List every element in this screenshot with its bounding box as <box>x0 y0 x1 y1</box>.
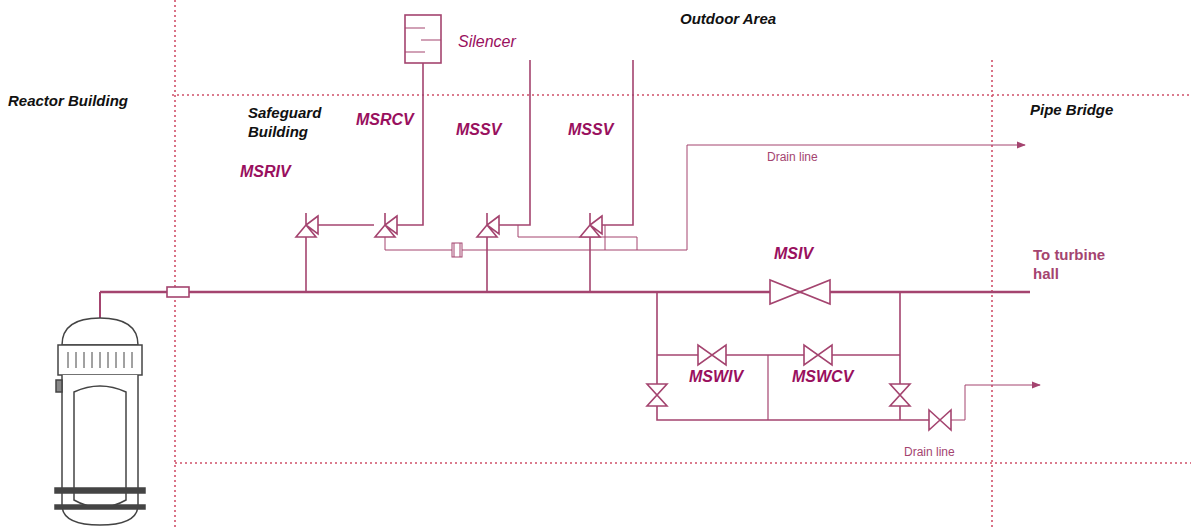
relief-valves <box>296 213 602 237</box>
destination-label: To turbine hall <box>1033 246 1133 284</box>
region-label: Pipe Bridge <box>1030 101 1113 120</box>
valve-label: MSSV <box>456 120 501 140</box>
steam-piping <box>100 15 1040 420</box>
region-label: Outdoor Area <box>680 10 776 29</box>
valve-label: MSRIV <box>240 162 291 182</box>
valve-label: MSWIV <box>689 367 743 387</box>
region-label: Safeguard Building <box>248 104 343 142</box>
valve-label: MSWCV <box>792 367 853 387</box>
valve-label: MSIV <box>774 244 813 264</box>
valve-label: MSSV <box>568 120 613 140</box>
reactor-vessel <box>55 292 145 525</box>
line-label: Drain line <box>767 150 818 165</box>
equipment-label: Silencer <box>458 32 516 52</box>
valve-label: MSRCV <box>356 110 414 130</box>
line-label: Drain line <box>904 445 955 460</box>
region-label: Reactor Building <box>8 92 128 111</box>
isolation-valves <box>647 280 951 430</box>
boundary-lines <box>172 0 1191 529</box>
